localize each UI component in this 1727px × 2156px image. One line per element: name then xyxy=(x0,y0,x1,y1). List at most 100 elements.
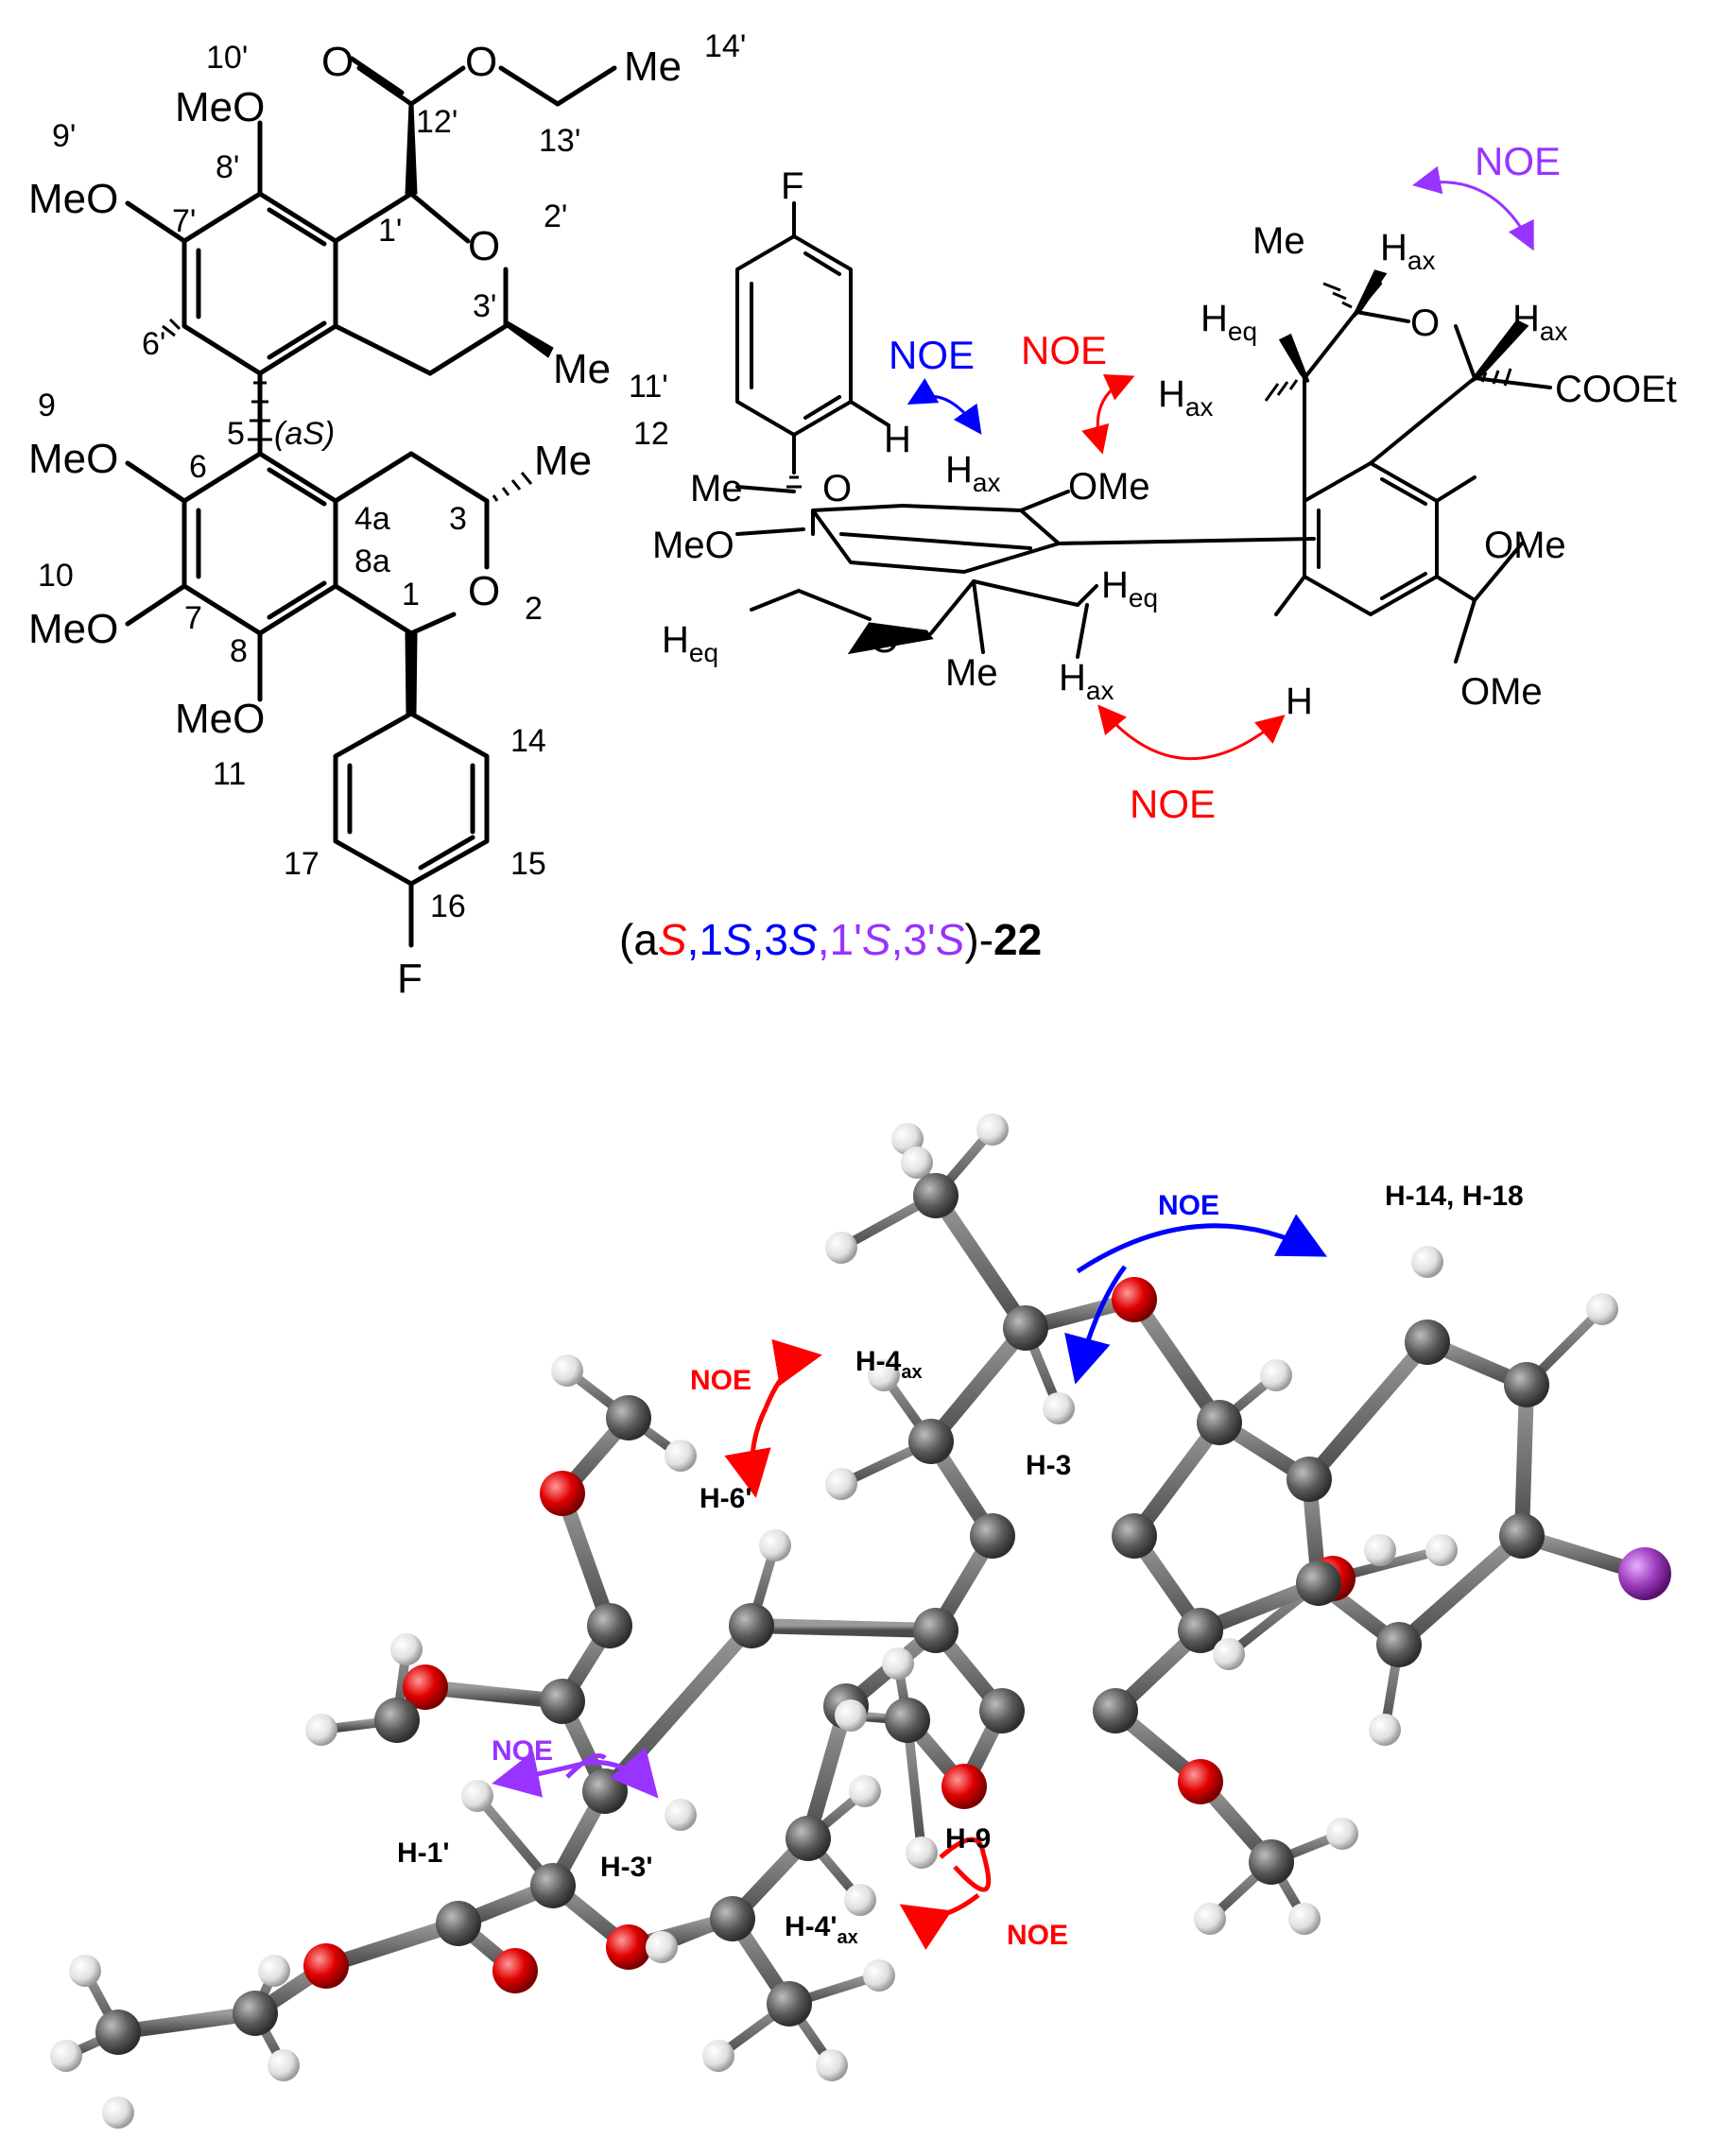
right-noe-labels: NOE NOE NOE NOE xyxy=(889,139,1561,826)
svg-text:9': 9' xyxy=(52,118,76,154)
methoxy-10: MeO xyxy=(28,606,118,652)
fluorine-atom xyxy=(1618,1547,1671,1600)
bond xyxy=(744,1618,943,1638)
hydrogen-atom xyxy=(844,1884,876,1916)
bond xyxy=(555,1486,617,1633)
carbon-atom xyxy=(1287,1457,1332,1502)
label-h3p: H-3' xyxy=(600,1852,652,1883)
oxygen-atom xyxy=(606,1924,651,1970)
hydrogen-atom xyxy=(1260,1359,1292,1391)
left-atom-labels: O O Me MeO MeO O Me MeO Me O MeO MeO F xyxy=(28,39,682,1002)
svg-text:11': 11' xyxy=(629,369,668,405)
carbon-atom xyxy=(606,1395,651,1440)
hydrogen-atom xyxy=(390,1633,423,1665)
hydrogen-atom xyxy=(551,1354,583,1387)
hydrogen-atom xyxy=(868,1359,900,1391)
noe-label-red-bottom: NOE xyxy=(1130,782,1216,826)
hydrogen-atom xyxy=(1194,1903,1226,1935)
hydrogen-atom xyxy=(1043,1392,1075,1424)
svg-text:10: 10 xyxy=(38,558,74,594)
svg-text:1: 1 xyxy=(402,577,420,612)
hydrogen-atom xyxy=(976,1113,1009,1146)
carbon-atom xyxy=(729,1603,774,1648)
carbon-atom xyxy=(95,2009,141,2055)
ball-and-stick-model xyxy=(50,1113,1671,2129)
hydrogen-atom xyxy=(665,1440,697,1472)
hydrogen-atom xyxy=(1326,1818,1358,1850)
svg-text:1': 1' xyxy=(378,213,402,249)
carbonyl-oxygen: O xyxy=(321,39,354,85)
svg-text:12': 12' xyxy=(416,104,458,140)
label-h9: H-9 xyxy=(945,1823,991,1854)
methyl-11p: Me xyxy=(553,346,611,392)
hydrogen-atom xyxy=(1411,1246,1443,1278)
hydrogen-atom xyxy=(849,1775,881,1807)
bond xyxy=(928,1188,1033,1336)
carbon-atom xyxy=(530,1863,576,1908)
carbon-atom xyxy=(436,1901,481,1946)
hydrogen-atom xyxy=(258,1955,290,1987)
methyl-12: Me xyxy=(534,438,592,484)
methoxy-sub: OMe xyxy=(1068,466,1150,508)
right-atom-labels: F H Me O Hax OMe MeO Heq Heq O Me Hax H … xyxy=(652,165,1677,722)
carbon-atom xyxy=(1112,1513,1157,1559)
label-h4ax: H-4ax xyxy=(855,1346,923,1383)
hydrogen-atom xyxy=(50,2040,82,2072)
svg-text:8a: 8a xyxy=(354,543,390,579)
carbon-atom xyxy=(1003,1305,1048,1351)
aromatic-h-bottom: H xyxy=(1286,681,1313,722)
carbon-atom xyxy=(582,1768,628,1814)
carbon-atom xyxy=(979,1688,1025,1733)
model-labels: H-14, H-18 H-4ax H-3 H-6' H-1' H-3' H-9 … xyxy=(397,1181,1524,1951)
label-h4pax: H-4'ax xyxy=(785,1911,858,1948)
bond xyxy=(1302,1335,1435,1487)
hydrogen-atom xyxy=(835,1699,867,1732)
h-eq-left: Heq xyxy=(662,619,718,667)
hydrogen-atom xyxy=(882,1647,914,1680)
oxygen-atom xyxy=(403,1664,448,1710)
svg-text:2': 2' xyxy=(544,198,567,234)
carbon-atom xyxy=(1504,1362,1549,1407)
carbon-atom xyxy=(1499,1513,1545,1559)
left-stereo-bonds xyxy=(162,103,554,715)
hydrogen-atom xyxy=(1369,1714,1401,1746)
carbon-atom xyxy=(1405,1319,1450,1365)
methoxy-9: MeO xyxy=(28,436,118,482)
fluorine-right: F xyxy=(781,165,803,207)
svg-text:11: 11 xyxy=(213,756,246,792)
noe-3d-red-bottom: NOE xyxy=(1007,1920,1068,1951)
hydrogen-atom xyxy=(665,1799,697,1831)
oxygen-atom xyxy=(1112,1277,1157,1322)
oxygen-atom xyxy=(303,1943,349,1989)
hydrogen-atom xyxy=(1364,1534,1396,1566)
noe-label-purple-top: NOE xyxy=(1475,139,1561,183)
carbon-atom xyxy=(587,1603,632,1648)
hydrogen-atom xyxy=(901,1147,933,1179)
right-noe-arrows xyxy=(907,165,1534,760)
aromatic-h: H xyxy=(884,419,911,460)
svg-text:16: 16 xyxy=(430,888,466,924)
svg-text:(aS): (aS) xyxy=(274,416,335,452)
carbon-atom xyxy=(1376,1622,1422,1667)
svg-text:2: 2 xyxy=(525,591,543,627)
carbon-atom xyxy=(1197,1400,1242,1445)
bond xyxy=(924,1320,1033,1449)
right-2d-structure xyxy=(735,201,1552,664)
hydrogen-atom xyxy=(863,1959,895,1992)
carbon-atom xyxy=(786,1816,831,1861)
h-eq-ring: Heq xyxy=(1200,298,1257,346)
bond xyxy=(1514,1377,1534,1544)
oxygen-atom xyxy=(492,1948,538,1993)
svg-text:6: 6 xyxy=(189,449,207,485)
methoxy-left-right: MeO xyxy=(652,525,734,566)
ethyl-methyl: Me xyxy=(624,43,682,90)
bond xyxy=(1127,1292,1227,1430)
hydrogen-atom xyxy=(102,2096,134,2129)
ring-oxygen-2: O xyxy=(468,568,500,614)
ester-oxygen: O xyxy=(465,39,497,85)
hydrogen-atom xyxy=(461,1780,493,1812)
cooet: COOEt xyxy=(1555,369,1677,410)
svg-text:5: 5 xyxy=(227,416,245,452)
svg-text:8': 8' xyxy=(216,149,239,185)
svg-text:7': 7' xyxy=(172,203,196,239)
